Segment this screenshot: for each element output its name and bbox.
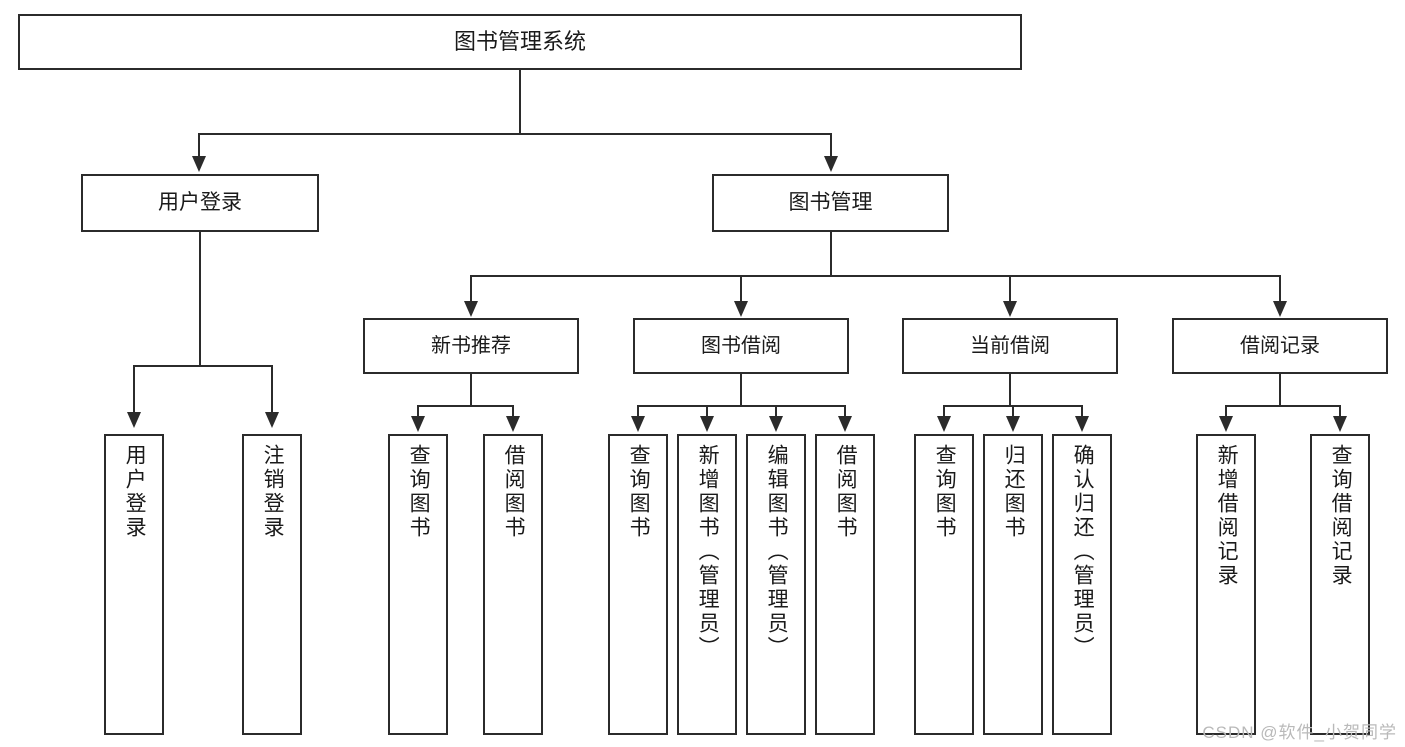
node-label: 借阅记录 xyxy=(1240,334,1320,357)
node-book-borrow[interactable]: 图书借阅 xyxy=(633,318,849,374)
line-drop-leaf-user-login xyxy=(133,365,135,413)
node-label: 新书推荐 xyxy=(431,334,511,357)
leaf-node-query-book-recommend[interactable]: 查询图书 xyxy=(388,434,448,735)
node-label: 用户登录 xyxy=(158,190,242,214)
node-label: 查询图书 xyxy=(627,444,651,540)
arrow-leaf-query-book-current xyxy=(937,416,951,432)
arrow-leaf-add-borrow-record xyxy=(1219,416,1233,432)
arrow-borrow-record xyxy=(1273,301,1287,317)
line-book-management-bus xyxy=(470,275,1281,277)
line-drop-leaf-edit-book-admin xyxy=(775,405,777,417)
line-book-management-stem xyxy=(830,232,832,276)
arrow-current-borrow xyxy=(1003,301,1017,317)
line-drop-leaf-borrow-book-recommend xyxy=(512,405,514,417)
line-borrow-record-stem xyxy=(1279,374,1281,406)
line-borrow-record-bus xyxy=(1225,405,1339,407)
node-label: 注销登录 xyxy=(261,444,285,540)
line-new-book-recommend-stem xyxy=(470,374,472,406)
node-label: 用户登录 xyxy=(123,444,147,540)
node-label: 查询图书 xyxy=(933,444,957,540)
leaf-node-borrow-book[interactable]: 借阅图书 xyxy=(815,434,875,735)
line-root-stem xyxy=(519,70,521,134)
arrow-leaf-confirm-return-admin xyxy=(1075,416,1089,432)
line-drop-borrow-record xyxy=(1279,275,1281,302)
node-book-management[interactable]: 图书管理 xyxy=(712,174,949,232)
node-label: 新增借阅记录 xyxy=(1215,444,1239,588)
node-label: 归还图书 xyxy=(1002,444,1026,540)
node-book-management-system[interactable]: 图书管理系统 xyxy=(18,14,1022,70)
line-drop-leaf-logout xyxy=(271,365,273,413)
node-label: 借阅图书 xyxy=(502,444,526,540)
arrow-user-login xyxy=(192,156,206,172)
arrow-leaf-edit-book-admin xyxy=(769,416,783,432)
line-drop-leaf-add-book-admin xyxy=(706,405,708,417)
node-current-borrow[interactable]: 当前借阅 xyxy=(902,318,1118,374)
leaf-node-add-book-admin[interactable]: 新增图书（管理员） xyxy=(677,434,737,735)
node-label: 图书管理系统 xyxy=(453,29,586,55)
line-root-bus xyxy=(198,133,830,135)
node-new-book-recommend[interactable]: 新书推荐 xyxy=(363,318,579,374)
leaf-node-edit-book-admin[interactable]: 编辑图书（管理员） xyxy=(746,434,806,735)
node-label: 当前借阅 xyxy=(970,334,1050,357)
node-borrow-record[interactable]: 借阅记录 xyxy=(1172,318,1388,374)
line-drop-new-book-recommend xyxy=(470,275,472,302)
leaf-node-query-book-borrow[interactable]: 查询图书 xyxy=(608,434,668,735)
leaf-node-logout[interactable]: 注销登录 xyxy=(242,434,302,735)
line-drop-leaf-query-borrow-record xyxy=(1339,405,1341,417)
arrow-leaf-query-borrow-record xyxy=(1333,416,1347,432)
line-drop-leaf-return-book xyxy=(1012,405,1014,417)
line-drop-book-borrow xyxy=(740,275,742,302)
node-label: 查询借阅记录 xyxy=(1329,444,1353,588)
node-label: 借阅图书 xyxy=(834,444,858,540)
line-drop-leaf-add-borrow-record xyxy=(1225,405,1227,417)
arrow-leaf-return-book xyxy=(1006,416,1020,432)
leaf-node-user-login[interactable]: 用户登录 xyxy=(104,434,164,735)
arrow-leaf-query-book-recommend xyxy=(411,416,425,432)
line-new-book-recommend-bus xyxy=(417,405,513,407)
line-drop-leaf-confirm-return-admin xyxy=(1081,405,1083,417)
node-label: 新增图书（管理员） xyxy=(696,444,720,660)
leaf-node-query-book-current[interactable]: 查询图书 xyxy=(914,434,974,735)
arrow-book-management xyxy=(824,156,838,172)
node-label: 查询图书 xyxy=(407,444,431,540)
line-drop-current-borrow xyxy=(1009,275,1011,302)
leaf-node-return-book[interactable]: 归还图书 xyxy=(983,434,1043,735)
arrow-leaf-logout xyxy=(265,412,279,428)
leaf-node-borrow-book-recommend[interactable]: 借阅图书 xyxy=(483,434,543,735)
line-drop-leaf-query-book-borrow xyxy=(637,405,639,417)
line-drop-book-management xyxy=(830,133,832,157)
arrow-leaf-add-book-admin xyxy=(700,416,714,432)
line-book-borrow-bus xyxy=(637,405,845,407)
leaf-node-add-borrow-record[interactable]: 新增借阅记录 xyxy=(1196,434,1256,735)
node-label: 图书管理 xyxy=(788,190,873,214)
line-drop-leaf-query-book-recommend xyxy=(417,405,419,417)
node-label: 图书借阅 xyxy=(701,334,781,357)
arrow-leaf-user-login xyxy=(127,412,141,428)
arrow-leaf-borrow-book xyxy=(838,416,852,432)
line-drop-leaf-borrow-book xyxy=(844,405,846,417)
line-drop-user-login xyxy=(198,133,200,157)
leaf-node-confirm-return-admin[interactable]: 确认归还（管理员） xyxy=(1052,434,1112,735)
node-user-login[interactable]: 用户登录 xyxy=(81,174,319,232)
arrow-leaf-query-book-borrow xyxy=(631,416,645,432)
line-drop-leaf-query-book-current xyxy=(943,405,945,417)
line-user-login-bus xyxy=(133,365,272,367)
arrow-new-book-recommend xyxy=(464,301,478,317)
node-label: 确认归还（管理员） xyxy=(1071,444,1095,660)
node-label: 编辑图书（管理员） xyxy=(765,444,789,660)
line-book-borrow-stem xyxy=(740,374,742,406)
line-current-borrow-stem xyxy=(1009,374,1011,406)
arrow-book-borrow xyxy=(734,301,748,317)
arrow-leaf-borrow-book-recommend xyxy=(506,416,520,432)
leaf-node-query-borrow-record[interactable]: 查询借阅记录 xyxy=(1310,434,1370,735)
line-user-login-stem xyxy=(199,232,201,366)
